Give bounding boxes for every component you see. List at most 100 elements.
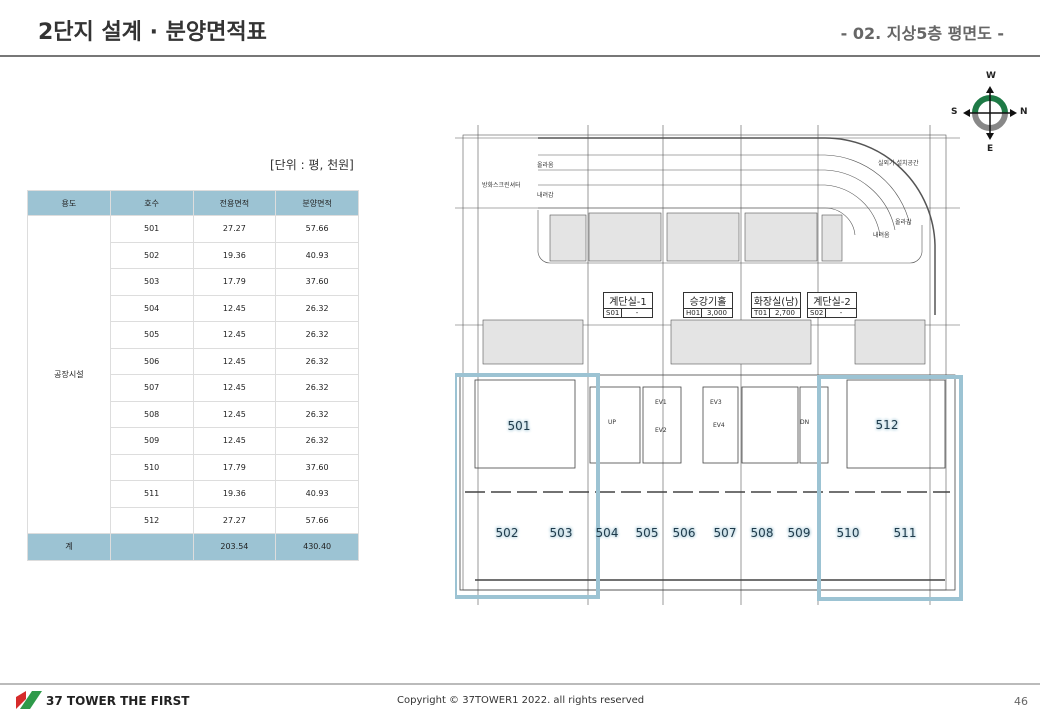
floor-plan: 방화스크린셔터 올라옴 내려감 실외기 설치공간 올라감 내려옴 EV1 EV2… [453, 125, 965, 609]
compass-east: E [987, 144, 994, 154]
total-exclusive: 203.54 [192, 533, 277, 561]
footer-divider [0, 683, 1040, 685]
note-up2: 올라감 [895, 219, 912, 226]
room-tag-value: - [635, 309, 639, 317]
note-down2: 내려옴 [873, 232, 890, 239]
cell: 17.79 [192, 453, 277, 481]
cell: 57.66 [275, 215, 359, 243]
cell: 26.32 [275, 347, 359, 375]
room-tag-value: 3,000 [706, 309, 728, 317]
note-up: 올라옴 [537, 162, 554, 169]
room-tag-code: T01 [752, 309, 770, 317]
cell: 508 [109, 400, 194, 428]
stair-down-label: DN [800, 419, 810, 426]
cell: 503 [109, 268, 194, 296]
brand-logo-icon [16, 691, 42, 709]
total-sale: 430.40 [275, 533, 359, 561]
total-blank [109, 533, 194, 561]
cell: 507 [109, 374, 194, 402]
room-tag-code: H01 [686, 309, 702, 317]
cell: 27.27 [192, 506, 277, 534]
cell: 12.45 [192, 427, 277, 455]
unit-label: 511 [893, 526, 917, 540]
note-shutter: 방화스크린셔터 [482, 182, 521, 189]
cell: 57.66 [275, 506, 359, 534]
cell: 40.93 [275, 480, 359, 508]
cell: 505 [109, 321, 194, 349]
cell: 26.32 [275, 400, 359, 428]
cell: 26.32 [275, 427, 359, 455]
unit-label: 503 [549, 526, 573, 540]
compass-icon [963, 86, 1017, 140]
room-tag-name: 계단실-1 [604, 293, 652, 309]
room-tag-value: - [839, 309, 843, 317]
room-tag-name: 승강기홀 [684, 293, 732, 309]
copyright: Copyright © 37TOWER1 2022. all rights re… [397, 695, 645, 706]
col-header: 전용면적 [192, 190, 277, 216]
cell: 26.32 [275, 294, 359, 322]
page-subtitle: - 02. 지상5층 평면도 - [840, 24, 1004, 43]
unit-label: 506 [672, 526, 696, 540]
total-label: 계 [27, 533, 111, 561]
category-cell: 공장시설 [27, 215, 111, 534]
cell: 12.45 [192, 400, 277, 428]
ev1-label: EV1 [655, 399, 667, 406]
cell: 511 [109, 480, 194, 508]
compass-north: N [1020, 107, 1028, 117]
unit-label: 512 [875, 418, 899, 432]
unit-label: 507 [713, 526, 737, 540]
unit-note: [단위 : 평, 천원] [270, 158, 354, 172]
cell: 27.27 [192, 215, 277, 243]
unit-label: 501 [507, 419, 531, 433]
cell: 12.45 [192, 294, 277, 322]
ev3-label: EV3 [710, 399, 722, 406]
cell: 37.60 [275, 453, 359, 481]
cell: 19.36 [192, 241, 277, 269]
page-title: 2단지 설계 · 분양면적표 [38, 20, 267, 45]
cell: 26.32 [275, 374, 359, 402]
header-divider [0, 55, 1040, 57]
cell: 12.45 [192, 347, 277, 375]
ev2-label: EV2 [655, 427, 667, 434]
cell: 506 [109, 347, 194, 375]
col-header: 분양면적 [275, 190, 359, 216]
room-tag-code: S01 [604, 309, 622, 317]
cell: 40.93 [275, 241, 359, 269]
compass-south: S [951, 107, 958, 117]
note-down: 내려감 [537, 192, 554, 199]
cell: 19.36 [192, 480, 277, 508]
cell: 12.45 [192, 321, 277, 349]
cell: 12.45 [192, 374, 277, 402]
cell: 26.32 [275, 321, 359, 349]
unit-label: 508 [750, 526, 774, 540]
col-header: 용도 [27, 190, 111, 216]
brand-name: 37 TOWER THE FIRST [46, 694, 190, 708]
unit-label: 504 [595, 526, 619, 540]
unit-label: 509 [787, 526, 811, 540]
cell: 512 [109, 506, 194, 534]
cell: 501 [109, 215, 194, 243]
note-outdoor: 실외기 설치공간 [878, 160, 919, 167]
room-tag-name: 계단실-2 [808, 293, 856, 309]
page-number: 46 [1014, 695, 1028, 708]
cell: 17.79 [192, 268, 277, 296]
highlight-right [817, 375, 963, 601]
ev4-label: EV4 [713, 422, 725, 429]
cell: 37.60 [275, 268, 359, 296]
cell: 504 [109, 294, 194, 322]
highlight-left [453, 373, 600, 599]
stair-up-label: UP [608, 419, 617, 426]
